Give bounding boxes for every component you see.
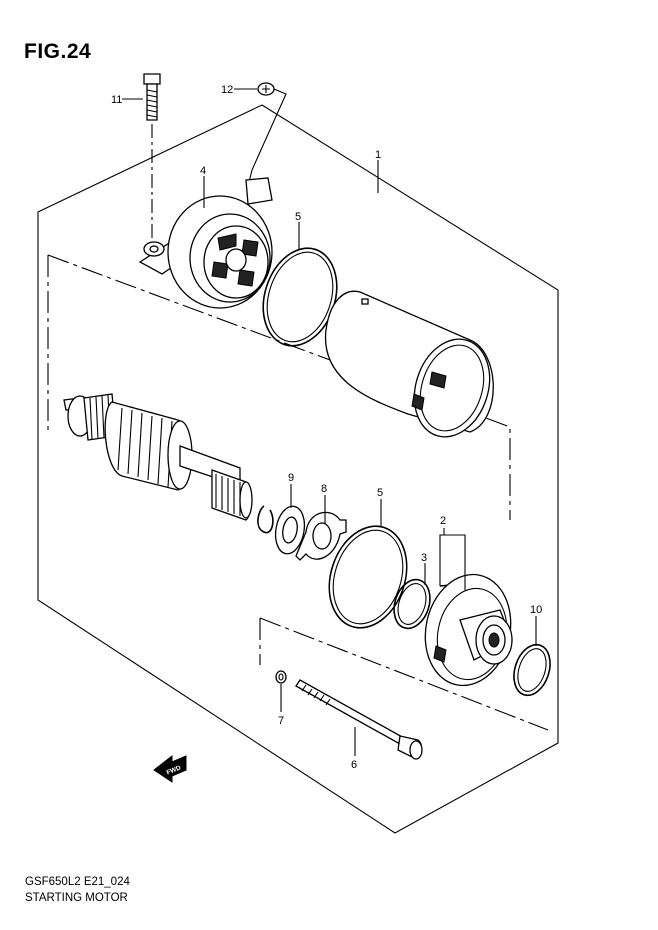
armature: [63, 393, 253, 521]
armature-group-frame: [47, 254, 511, 520]
callout-10: 10: [530, 604, 542, 616]
bolt-group-frame: [259, 617, 549, 731]
assembly-frame: [37, 104, 559, 834]
callout-11: 11: [111, 94, 122, 106]
callout-6: 6: [351, 759, 357, 771]
circlip: [257, 505, 274, 534]
figure-name: STARTING MOTOR: [25, 892, 128, 904]
callout-1: 1: [375, 149, 381, 161]
callout-labels: 11 12 1 4 5 9 8 5 2 3 10 7 6: [111, 84, 542, 771]
part-5-oring-lower: [328, 525, 408, 629]
part-12-screw: [247, 82, 287, 187]
figure-title: FIG.24: [24, 40, 92, 63]
part-2-front-bracket: [424, 573, 513, 687]
callout-4: 4: [200, 165, 206, 177]
figure-code: GSF650L2 E21_024: [25, 876, 130, 888]
callout-5-lower: 5: [377, 487, 383, 499]
fwd-arrow-icon: FWD: [153, 754, 187, 783]
callout-7: 7: [278, 715, 284, 727]
callout-3: 3: [421, 552, 427, 564]
part-6-through-bolt: [295, 679, 423, 760]
callout-12: 12: [221, 84, 233, 96]
yoke-housing: [324, 290, 494, 438]
part-3-oring-small: [393, 578, 431, 630]
leader-lines: [122, 88, 537, 756]
callout-8: 8: [321, 483, 327, 495]
callout-9: 9: [288, 472, 294, 484]
callout-2: 2: [440, 515, 446, 527]
part-9-washer: [274, 505, 306, 555]
part-8-lock-plate: [295, 511, 347, 561]
part-10-oring: [513, 643, 551, 697]
part-11-bolt: [143, 73, 161, 244]
part-4-end-cover: [138, 177, 273, 309]
part-7-washer: [275, 670, 287, 684]
callout-5-upper: 5: [295, 211, 301, 223]
